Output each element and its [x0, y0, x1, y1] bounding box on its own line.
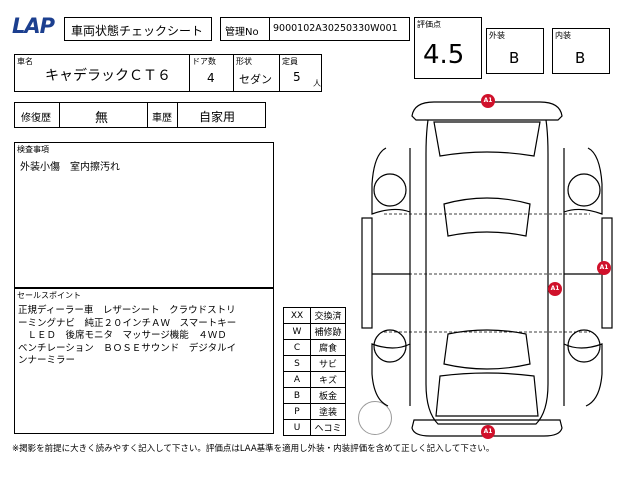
sales-line: ベンチレーション ＢＯＳＥサウンド デジタルイ: [18, 342, 237, 354]
usage-history-label: 車歴: [152, 113, 172, 124]
windshield-outline: [443, 197, 531, 237]
doors-value: 4: [207, 71, 215, 85]
car-name-label: 車名: [17, 57, 33, 66]
damage-marker-rear-bumper: A1: [481, 425, 495, 439]
score-value: 4.5: [423, 40, 465, 70]
legend-meaning: 塗装: [310, 403, 346, 420]
exterior-grade: B: [509, 49, 520, 67]
wheel-front-right: [567, 173, 601, 207]
sales-line: ンナーミラー: [18, 355, 76, 366]
logo-text: LAP: [12, 14, 55, 38]
wheel-rear-right: [567, 329, 601, 363]
legend-meaning: 補修跡: [310, 323, 346, 340]
management-no-value: 9000102A30250330W001: [273, 23, 398, 34]
exterior-grade-box: 外装 B: [486, 28, 544, 74]
score-label: 評価点: [417, 20, 441, 29]
legend-meaning: サビ: [310, 355, 346, 372]
rear-bumper-outline: [411, 419, 563, 437]
inspection-label: 検査事項: [17, 145, 49, 154]
body-outline: [425, 119, 549, 425]
legend-meaning: 交換済: [310, 307, 346, 324]
trunk-outline: [435, 372, 539, 417]
body-type-value: セダン: [239, 73, 272, 86]
legend-code: XX: [283, 307, 311, 324]
hood-outline: [433, 121, 541, 157]
car-diagram: [361, 101, 613, 437]
body-type-label: 形状: [236, 57, 252, 66]
legend-code: S: [283, 355, 311, 372]
legend-meaning: ヘコミ: [310, 419, 346, 436]
legend-meaning: 板金: [310, 387, 346, 404]
interior-grade-box: 内装 B: [552, 28, 610, 74]
management-no-label: 管理No: [225, 27, 259, 38]
legend-code: C: [283, 339, 311, 356]
interior-label: 内装: [555, 31, 571, 40]
footer-note: ※掲影を前提に大きく読みやすく記入して下さい。評価点はLAA基準を適用し外装・内…: [12, 444, 495, 454]
legend-meaning: 腐食: [310, 339, 346, 356]
management-no-box: 管理No 9000102A30250330W001: [220, 17, 410, 41]
wheel-front-left: [373, 173, 407, 207]
sales-points-label: セールスポイント: [17, 291, 81, 300]
history-row: 修復歴 無 車歴 自家用: [14, 102, 266, 128]
sales-line: ＬＥＤ 後席モニタ マッサージ機能 ４ＷＤ: [18, 330, 227, 341]
repair-history-label: 修復歴: [21, 113, 51, 124]
legend-code: U: [283, 419, 311, 436]
sales-points-box: セールスポイント 正規ディーラー車 レザーシート クラウドストリ ーミングナビ …: [14, 288, 274, 434]
inspection-text: 外装小傷 室内擦汚れ: [20, 162, 120, 173]
front-bumper-outline: [411, 101, 563, 121]
legend-meaning: キズ: [310, 371, 346, 388]
interior-grade: B: [575, 49, 586, 67]
doors-label: ドア数: [192, 57, 216, 66]
spare-tire-icon: [358, 401, 392, 435]
repair-history-value: 無: [95, 111, 109, 126]
rear-window-outline: [443, 329, 531, 370]
legend-code: A: [283, 371, 311, 388]
usage-history-value: 自家用: [199, 110, 236, 124]
left-side-outline: [371, 147, 411, 407]
sales-line: ーミングナビ 純正２０インチＡＷ スマートキー: [18, 317, 237, 329]
score-box: 評価点 4.5: [414, 17, 482, 79]
legend-code: P: [283, 403, 311, 420]
sheet-title: 車両状態チェックシート: [71, 24, 204, 38]
car-name: キャデラックＣＴ６: [45, 68, 171, 84]
wheel-rear-left: [373, 329, 407, 363]
damage-marker-right-side: A1: [597, 261, 611, 275]
damage-marker-right-door: A1: [548, 282, 562, 296]
sheet-title-box: 車両状態チェックシート: [64, 17, 212, 41]
sales-line: 正規ディーラー車 レザーシート クラウドストリ: [18, 305, 236, 316]
sales-points-text: 正規ディーラー車 レザーシート クラウドストリ ーミングナビ 純正２０インチＡＷ…: [18, 305, 236, 368]
capacity-unit: 人: [313, 79, 321, 88]
capacity-value: 5: [293, 70, 301, 84]
vehicle-info-row: 車名 キャデラックＣＴ６ ドア数 4 形状 セダン 定員 5 人: [14, 54, 322, 92]
legend-code: W: [283, 323, 311, 340]
exterior-label: 外装: [489, 31, 505, 40]
capacity-label: 定員: [282, 57, 298, 66]
legend-code: B: [283, 387, 311, 404]
left-sill: [361, 217, 373, 329]
inspection-notes-box: 検査事項 外装小傷 室内擦汚れ: [14, 142, 274, 288]
logo: LAP: [12, 14, 60, 40]
damage-marker-front-bumper: A1: [481, 94, 495, 108]
right-side-outline: [563, 147, 603, 407]
